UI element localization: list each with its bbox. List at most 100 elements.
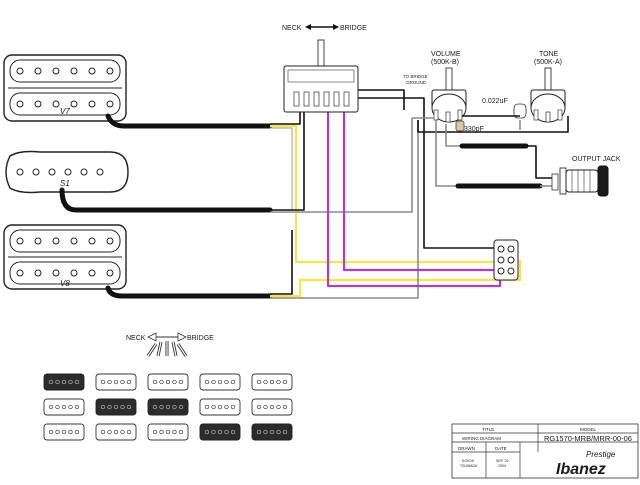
selector-fan-icon xyxy=(146,341,188,357)
model-header: MODEL xyxy=(580,427,597,432)
switch-position-legend: NECK BRIDGE xyxy=(126,332,214,357)
mini-pole xyxy=(48,404,54,410)
mini-pole xyxy=(107,429,112,435)
switch-lugs xyxy=(293,91,350,107)
mini-pole xyxy=(55,379,60,385)
mini-pole xyxy=(224,404,229,410)
mini-pole xyxy=(74,429,80,435)
legend-arrow-icon xyxy=(147,332,187,342)
mini-pole xyxy=(178,379,184,385)
pickup-bridge-label: V8 xyxy=(60,279,70,288)
mini-pole xyxy=(224,429,229,435)
mini-pole xyxy=(120,404,125,410)
mini-pole xyxy=(74,379,80,385)
mini-pole xyxy=(282,379,288,385)
mini-pole xyxy=(178,404,184,410)
mini-pickup-white xyxy=(95,373,137,391)
mini-pole xyxy=(263,379,268,385)
volume-value-label: (500K-B) xyxy=(431,59,459,66)
mini-pole xyxy=(152,404,158,410)
date-value-line1: SEP. 29 xyxy=(496,459,508,463)
bridge-humbucker-pickup: V8 xyxy=(3,224,127,290)
legend-neck-label: NECK xyxy=(126,335,146,342)
mini-pickup-dark xyxy=(199,423,241,441)
neck-bridge-arrow-icon xyxy=(305,24,339,30)
terminal-block xyxy=(493,239,519,281)
mini-pole xyxy=(68,429,73,435)
mini-pole xyxy=(159,404,164,410)
drawn-header: DRAWN xyxy=(458,446,475,451)
mini-pickup-white xyxy=(43,398,85,416)
mini-pole xyxy=(165,404,171,410)
title-block: TITLE MODEL WIRING DIAGRAM RG1570-MRB/MR… xyxy=(451,423,639,479)
mini-pole xyxy=(172,379,177,385)
cap-330pf-label: 330pF xyxy=(464,126,484,133)
drawn-value-line2: TSUWADA xyxy=(460,464,478,468)
to-bridge-ground-label-line2: GROUND xyxy=(406,80,427,85)
mini-pole xyxy=(107,404,112,410)
mini-pole xyxy=(100,429,106,435)
mini-pole xyxy=(230,379,236,385)
mini-pickup-white xyxy=(199,373,241,391)
mini-pickup-white xyxy=(251,398,293,416)
mini-pole xyxy=(120,429,125,435)
mini-pole xyxy=(276,404,281,410)
drawn-value-line1: KOICHI xyxy=(462,459,474,463)
output-jack-label: OUTPUT JACK xyxy=(572,156,621,163)
legend-bridge-label: BRIDGE xyxy=(187,335,214,342)
mini-pole xyxy=(113,404,119,410)
mini-pole xyxy=(74,404,80,410)
mini-pole xyxy=(61,379,67,385)
mini-pole xyxy=(282,429,288,435)
pickup-cables xyxy=(59,113,273,299)
mini-pole xyxy=(165,429,171,435)
brand-logo: Ibanez xyxy=(556,461,606,478)
to-bridge-ground-label-line1: TO BRIDGE xyxy=(403,74,428,79)
pickup-neck-label: V7 xyxy=(60,107,70,116)
model-value: RG1570-MRB/MRR-00-06 xyxy=(544,434,632,443)
pickup-middle-label: S1 xyxy=(60,179,70,188)
mini-pole xyxy=(120,379,125,385)
mini-pole xyxy=(159,429,164,435)
mini-pole xyxy=(269,379,275,385)
pole-pieces xyxy=(16,237,114,277)
pole-pieces xyxy=(16,168,104,176)
jack-thread-icon xyxy=(571,170,591,192)
mini-pole xyxy=(48,429,54,435)
switch-position-grid xyxy=(43,373,293,441)
mini-pole xyxy=(263,404,268,410)
mini-pole xyxy=(61,404,67,410)
switch-bridge-label: BRIDGE xyxy=(340,25,367,32)
neck-humbucker-pickup: V7 xyxy=(3,54,127,122)
mini-pole xyxy=(113,429,119,435)
brand-script: Prestige xyxy=(586,450,616,459)
pickup-wires xyxy=(270,89,522,299)
mini-pole xyxy=(211,379,216,385)
mini-pole xyxy=(159,379,164,385)
output-cables xyxy=(455,143,556,189)
pickup-selector-switch: NECK BRIDGE xyxy=(282,24,367,113)
mini-pole xyxy=(211,404,216,410)
mini-pole xyxy=(217,379,223,385)
mini-pickup-dark xyxy=(95,398,137,416)
mini-pole xyxy=(152,379,158,385)
mini-pickup-dark xyxy=(43,373,85,391)
tone-label: TONE xyxy=(539,51,559,58)
mini-pickup-dark xyxy=(251,423,293,441)
date-header: DATE xyxy=(495,446,507,451)
mini-pole xyxy=(217,429,223,435)
mini-pole xyxy=(217,404,223,410)
mini-pole xyxy=(68,379,73,385)
mini-pole xyxy=(61,429,67,435)
mini-pole xyxy=(113,379,119,385)
mini-pole xyxy=(256,429,262,435)
title-value: WIRING DIAGRAM xyxy=(462,436,501,441)
output-jack: OUTPUT JACK xyxy=(551,156,621,197)
mini-pole xyxy=(204,379,210,385)
volume-pot: VOLUME (500K-B) 330pF xyxy=(431,51,484,133)
mini-pole xyxy=(276,379,281,385)
mini-pole xyxy=(107,379,112,385)
mini-pole xyxy=(48,379,54,385)
date-value-line2: 2004 xyxy=(498,464,506,468)
